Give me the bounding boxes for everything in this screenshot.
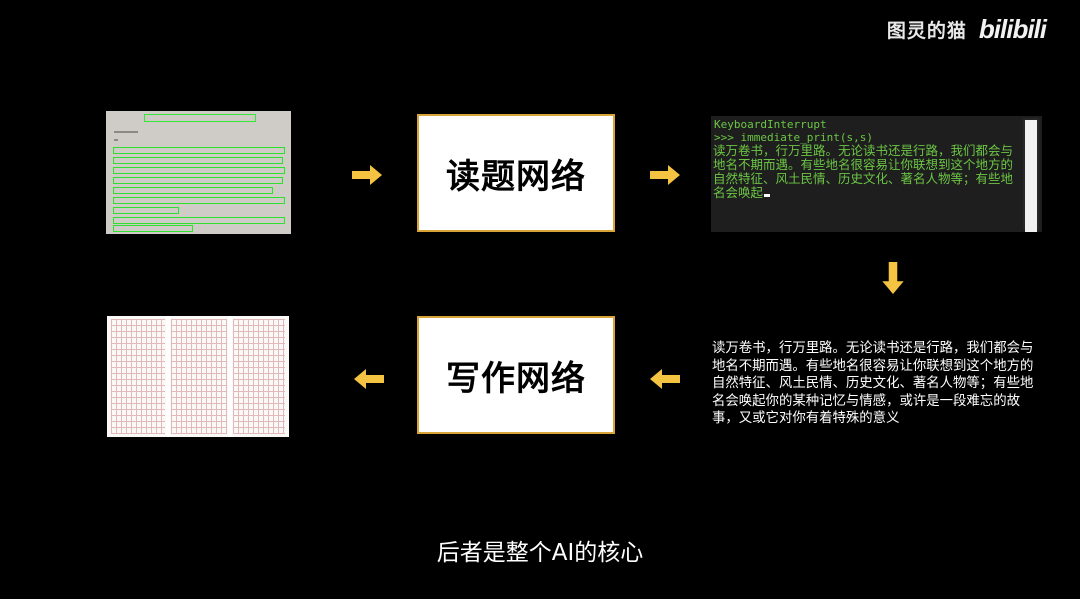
arrow-right-icon — [650, 165, 680, 185]
terminal-scrollbar[interactable] — [1023, 118, 1039, 232]
result-text: 读万卷书，行万里路。无论读书还是行路，我们都会与地名不期而遇。有些地名很容易让你… — [712, 341, 1034, 426]
bilibili-logo: bilibili — [978, 13, 1047, 44]
terminal-cursor — [764, 194, 771, 197]
exam-paper-scan-image — [106, 111, 291, 234]
terminal-window: KeyboardInterrupt >>> immediate_print(s,… — [711, 116, 1042, 232]
essay-grid-paper-image — [107, 316, 289, 437]
arrow-left-icon — [650, 369, 680, 389]
terminal-output-text: 读万卷书，行万里路。无论读书还是行路，我们都会与地名不期而遇。有些地名很容易让你… — [713, 143, 1014, 200]
watermark: 图灵的猫 bilibili — [886, 13, 1047, 44]
arrow-down-icon — [882, 262, 904, 294]
video-subtitle: 后者是整个AI的核心 — [436, 540, 644, 566]
write-network-box: 写作网络 — [417, 316, 615, 434]
terminal-line-interrupt: KeyboardInterrupt — [714, 118, 827, 131]
terminal-scrollbar-thumb[interactable] — [1025, 120, 1037, 232]
terminal-line-command: >>> immediate_print(s,s) — [714, 131, 873, 144]
arrow-left-icon — [354, 369, 384, 389]
arrow-right-icon — [352, 165, 382, 185]
read-network-box: 读题网络 — [417, 114, 615, 232]
watermark-author: 图灵的猫 — [886, 19, 967, 42]
terminal-output: 读万卷书，行万里路。无论读书还是行路，我们都会与地名不期而遇。有些地名很容易让你… — [713, 144, 1015, 200]
